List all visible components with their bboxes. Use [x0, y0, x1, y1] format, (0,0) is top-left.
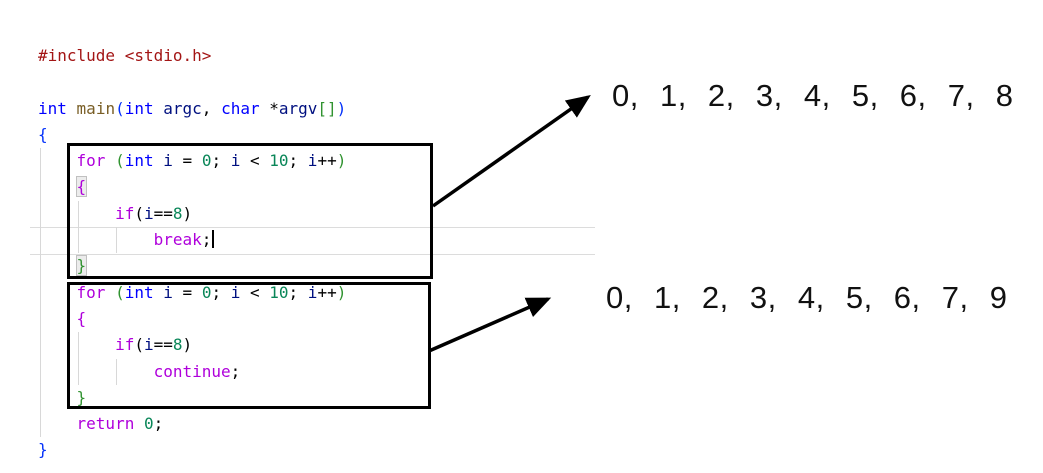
code-line[interactable]: } [38, 437, 346, 463]
code-token: ; [211, 282, 231, 302]
code-token: , [201, 98, 222, 118]
code-line[interactable]: for (int i = 0; i < 10; i++) [38, 148, 347, 174]
code-token: i [307, 151, 318, 171]
code-line[interactable]: } [38, 253, 346, 279]
indent-guide [78, 201, 79, 253]
code-token [67, 99, 77, 118]
code-token: 0 [201, 151, 212, 171]
indent-guide [40, 148, 41, 437]
code-line[interactable]: } [38, 385, 346, 411]
code-token: argc [163, 98, 202, 118]
code-token: main [76, 98, 116, 118]
code-token: 0 [143, 414, 154, 434]
code-token: char [221, 98, 260, 118]
code-token: 10 [269, 151, 289, 171]
code-token: i [143, 335, 154, 355]
code-token: = [172, 282, 202, 302]
code-token: ( [115, 151, 125, 171]
indent-guide [78, 332, 79, 385]
code-token: int [124, 282, 154, 302]
code-line[interactable]: continue; [38, 359, 346, 385]
code-token: [] [317, 98, 337, 118]
code-token: == [153, 335, 173, 355]
arrow-break-output [431, 94, 591, 208]
code-token: if [115, 203, 135, 223]
code-token: int [38, 98, 67, 118]
code-token: #include <stdio.h> [38, 46, 212, 65]
code-token: 8 [172, 335, 183, 355]
code-token: ( [115, 98, 125, 118]
code-token: int [124, 151, 154, 171]
arrow-continue-output [428, 297, 552, 353]
code-token: ; [153, 414, 164, 434]
code-token: ++ [317, 151, 337, 171]
code-token: ( [134, 335, 144, 355]
code-token: for [76, 151, 106, 171]
code-token: 8 [172, 203, 183, 223]
code-token: break [153, 230, 202, 250]
code-token: ) [182, 203, 193, 223]
code-token: ) [336, 98, 347, 118]
code-token: ) [336, 151, 347, 171]
code-line[interactable]: { [38, 306, 346, 332]
code-token: { [75, 176, 88, 198]
code-line[interactable]: return 0; [38, 411, 346, 437]
code-area[interactable]: #include <stdio.h> int main(int argc, ch… [38, 43, 346, 464]
code-token: == [153, 203, 173, 223]
code-token: ; [288, 282, 308, 302]
code-token: } [75, 255, 88, 277]
indent-guide [116, 359, 117, 385]
code-token [134, 414, 144, 433]
code-line[interactable]: #include <stdio.h> [38, 43, 346, 69]
code-token: return [76, 414, 135, 434]
code-token: ; [288, 151, 308, 171]
code-token: int [124, 98, 154, 118]
code-line[interactable]: break; [38, 227, 346, 253]
code-token: i [143, 203, 154, 223]
code-line[interactable]: { [38, 174, 346, 200]
code-line[interactable]: if(i==8) [38, 332, 346, 358]
code-token: ) [182, 335, 193, 355]
code-token: < [240, 282, 270, 302]
code-token: } [76, 387, 87, 407]
code-line[interactable]: int main(int argc, char *argv[]) [38, 96, 346, 122]
code-line[interactable]: for (int i = 0; i < 10; i++) [38, 280, 347, 306]
code-line[interactable] [38, 69, 346, 95]
code-token: ; [201, 230, 212, 250]
code-token [38, 414, 77, 433]
code-token: argv [278, 98, 318, 118]
code-token: if [115, 335, 135, 355]
code-token: ( [134, 203, 144, 223]
code-token: } [38, 440, 48, 460]
code-token: = [172, 151, 202, 171]
code-token: i [230, 282, 241, 302]
code-token: ) [336, 282, 347, 302]
code-token: 0 [201, 282, 212, 302]
code-token: i [163, 282, 173, 302]
code-token: { [76, 308, 87, 328]
code-token: continue [153, 361, 231, 381]
annotation-box-continue-loop [67, 282, 431, 409]
code-token: i [307, 282, 318, 302]
code-token: i [230, 151, 241, 171]
code-token: ; [211, 151, 231, 171]
code-token: ++ [317, 282, 337, 302]
output-continue-loop: 0, 1, 2, 3, 4, 5, 6, 7, 9 [606, 280, 1008, 315]
code-token [154, 99, 164, 118]
code-line[interactable]: if(i==8) [38, 201, 346, 227]
code-token: i [163, 151, 173, 171]
code-token: < [240, 151, 270, 171]
code-token: { [38, 124, 48, 144]
code-token: ; [230, 361, 241, 381]
output-break-loop: 0, 1, 2, 3, 4, 5, 6, 7, 8 [612, 78, 1014, 113]
code-token: 10 [269, 282, 289, 302]
indent-guide [116, 227, 117, 253]
code-line[interactable]: { [38, 122, 346, 148]
annotation-box-break-loop [67, 143, 433, 279]
code-token: * [259, 98, 279, 118]
current-line-highlight [30, 227, 595, 255]
code-token: for [76, 282, 106, 302]
code-token: ( [115, 282, 125, 302]
text-cursor [212, 230, 215, 249]
